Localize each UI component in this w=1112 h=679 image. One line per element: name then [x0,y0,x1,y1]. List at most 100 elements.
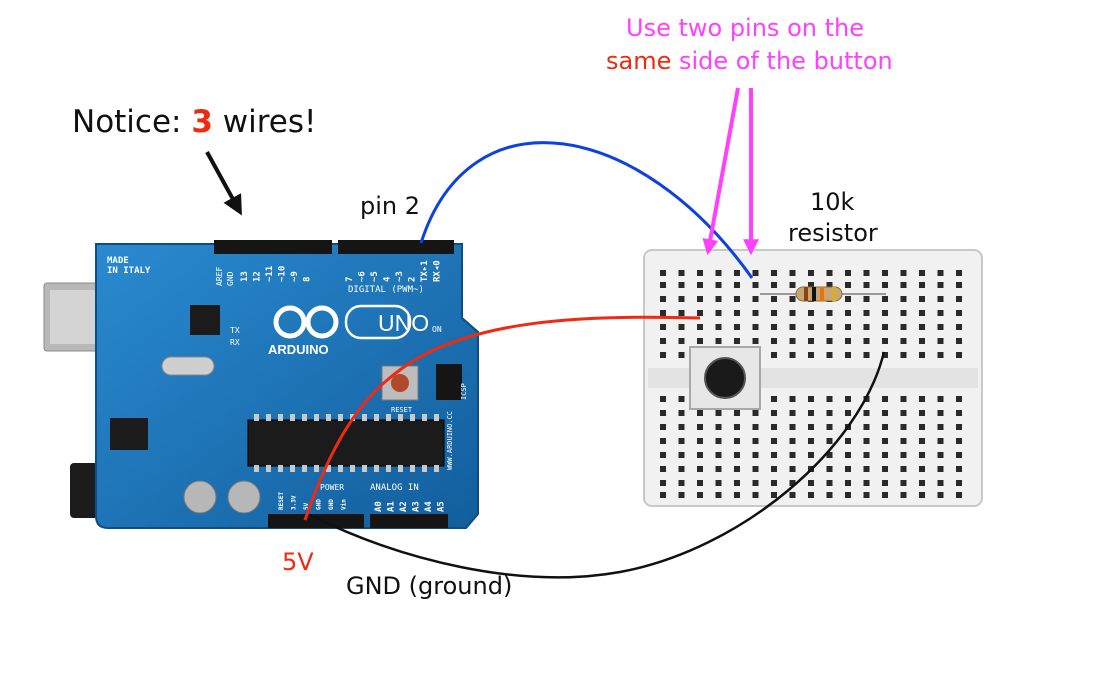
board-tx-label: TX [230,326,240,335]
digital-pin-label: RX◂0 [433,260,443,282]
breadboard-hole [919,282,925,288]
digital-pin-label: 13 [240,271,250,282]
breadboard-hole [938,296,944,302]
board-rx-label: RX [230,338,240,347]
breadboard-hole [827,310,833,316]
pin-arrow-left [708,88,738,252]
breadboard-hole [771,338,777,344]
digital-pin-label: ~6 [358,271,368,282]
breadboard-hole [864,270,870,276]
breadboard-hole [864,466,870,472]
breadboard-hole [771,466,777,472]
breadboard-hole [882,410,888,416]
breadboard-hole [697,270,703,276]
breadboard-hole [901,282,907,288]
breadboard-hole [660,310,666,316]
breadboard-hole [771,492,777,498]
breadboard-hole [771,324,777,330]
breadboard-hole [882,282,888,288]
breadboard-hole [771,410,777,416]
icsp-header [436,364,462,400]
breadboard-hole [845,338,851,344]
breadboard-hole [901,296,907,302]
notice-label: Notice: 3 wires! [72,104,316,140]
breadboard-hole [753,296,759,302]
breadboard-hole [716,438,722,444]
breadboard-hole [956,270,962,276]
board-analog-label: ANALOG IN [370,483,419,493]
breadboard-hole [660,338,666,344]
breadboard-hole [790,270,796,276]
breadboard-hole [956,352,962,358]
breadboard-hole [679,296,685,302]
breadboard-hole [734,424,740,430]
digital-pin-label: 7 [345,277,355,282]
breadboard-hole [864,324,870,330]
breadboard-hole [734,338,740,344]
breadboard-hole [864,310,870,316]
breadboard-hole [845,452,851,458]
breadboard-hole [808,424,814,430]
breadboard-hole [808,338,814,344]
board-model: UNO [378,310,429,336]
breadboard-hole [808,270,814,276]
breadboard-hole [864,480,870,486]
resistor-label-value: 10k [810,188,854,216]
breadboard-hole [827,438,833,444]
breadboard-hole [790,424,796,430]
breadboard-hole [956,466,962,472]
breadboard-hole [864,452,870,458]
board-digital-label: DIGITAL (PWM~) [348,285,424,295]
breadboard-hole [716,338,722,344]
breadboard-hole [753,338,759,344]
breadboard-hole [808,352,814,358]
breadboard-hole [882,492,888,498]
breadboard-hole [919,270,925,276]
breadboard-hole [864,492,870,498]
breadboard-hole [901,396,907,402]
breadboard-hole [734,296,740,302]
breadboard-hole [827,480,833,486]
breadboard-hole [771,352,777,358]
capacitor-1 [184,481,216,513]
breadboard-hole [919,352,925,358]
breadboard-hole [753,492,759,498]
analog-pin-label: A2 [399,501,409,512]
breadboard-hole [734,480,740,486]
analog-pin-label: A5 [437,501,447,512]
breadboard-hole [938,452,944,458]
breadboard-hole [956,492,962,498]
breadboard-hole [845,492,851,498]
breadboard-hole [716,480,722,486]
breadboard-hole [790,396,796,402]
breadboard-hole [845,296,851,302]
breadboard-hole [901,424,907,430]
breadboard-hole [938,410,944,416]
power-pin-label: Vin [341,499,348,510]
breadboard-hole [919,466,925,472]
breadboard-hole [956,438,962,444]
breadboard-hole [845,310,851,316]
breadboard-hole [660,452,666,458]
digital-pin-label: TX▸1 [420,260,430,282]
breadboard-hole [882,424,888,430]
breadboard-hole [660,270,666,276]
digital-pin-label: 8 [303,277,313,282]
breadboard-hole [808,324,814,330]
breadboard-hole [679,310,685,316]
usb-chip [190,305,220,335]
breadboard-hole [864,438,870,444]
breadboard-hole [901,438,907,444]
breadboard-hole [956,452,962,458]
breadboard-hole [790,452,796,458]
breadboard-hole [882,324,888,330]
breadboard-hole [845,480,851,486]
breadboard-hole [679,396,685,402]
breadboard-hole [808,480,814,486]
pin2-label: pin 2 [360,192,420,220]
breadboard-hole [901,466,907,472]
digital-header-right [338,240,454,254]
breadboard-hole [679,338,685,344]
breadboard-hole [679,480,685,486]
